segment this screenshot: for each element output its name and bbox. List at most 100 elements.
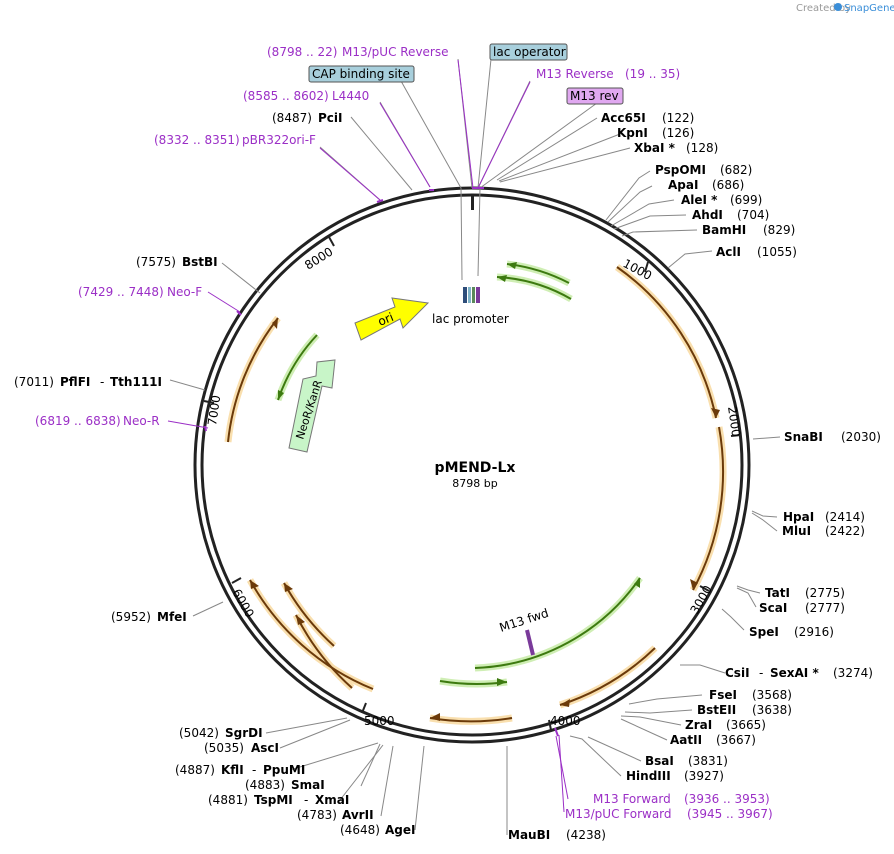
svg-text:(7011): (7011) — [14, 375, 54, 389]
m13-forward-name: M13 Forward — [593, 792, 671, 806]
site-kfli-ppumi: (4887) KflI - PpuMI — [175, 763, 305, 777]
svg-text:(4887): (4887) — [175, 763, 215, 777]
svg-text:(3927): (3927) — [684, 769, 724, 783]
svg-text:AgeI: AgeI — [385, 823, 415, 837]
primer-lines — [167, 59, 569, 813]
svg-text:PpuMI: PpuMI — [263, 763, 305, 777]
svg-text:Tth111I: Tth111I — [110, 375, 162, 389]
svg-text:ScaI: ScaI — [759, 601, 787, 615]
site-pspomi: PspOMI (682) — [655, 163, 752, 177]
svg-text:-: - — [759, 666, 763, 680]
neo-f-range: (7429 .. 7448) — [78, 285, 164, 299]
svg-text:SpeI: SpeI — [749, 625, 779, 639]
svg-text:M13 rev: M13 rev — [570, 89, 619, 103]
svg-text:(5042): (5042) — [179, 726, 219, 740]
pbr-name: pBR322ori-F — [242, 133, 316, 147]
site-alei: AleI * (699) — [681, 193, 762, 207]
origin-marker — [471, 195, 474, 210]
green-feature-arcs — [274, 260, 643, 688]
site-mfei: (5952) MfeI — [111, 610, 187, 624]
svg-text:HpaI: HpaI — [783, 510, 814, 524]
svg-text:BstEII: BstEII — [697, 703, 736, 717]
svg-text:TatI: TatI — [765, 586, 790, 600]
tick-8000: 8000 — [302, 244, 335, 272]
site-ahdi: AhdI (704) — [692, 208, 769, 222]
svg-text:CsiI: CsiI — [725, 666, 750, 680]
svg-text:KpnI: KpnI — [617, 126, 648, 140]
site-bstbi: (7575) BstBI — [136, 255, 218, 269]
plasmid-length: 8798 bp — [452, 477, 497, 490]
site-hpai: HpaI (2414) — [783, 510, 865, 524]
site-mlui: MluI (2422) — [782, 524, 865, 538]
site-asci: (5035) AscI — [204, 741, 279, 755]
svg-text:BsaI: BsaI — [645, 754, 674, 768]
svg-text:SgrDI: SgrDI — [225, 726, 263, 740]
cap-binding-site-box: CAP binding site — [308, 65, 415, 83]
orf-arcs — [224, 264, 727, 725]
m13-reverse-range: (19 .. 35) — [625, 67, 680, 81]
site-acli: AclI (1055) — [716, 245, 797, 259]
site-scai: ScaI (2777) — [759, 601, 845, 615]
l4440-name: L4440 — [332, 89, 369, 103]
svg-text:AscI: AscI — [251, 741, 279, 755]
svg-text:(3667): (3667) — [716, 733, 756, 747]
svg-text:(2775): (2775) — [805, 586, 845, 600]
site-bamhi: BamHI (829) — [702, 223, 795, 237]
svg-text:(2414): (2414) — [825, 510, 865, 524]
site-pcii: (8487) PciI — [272, 111, 343, 125]
site-zrai: ZraI (3665) — [685, 718, 766, 732]
svg-text:AleI *: AleI * — [681, 193, 718, 207]
neo-r-name: Neo-R — [123, 414, 160, 428]
m13-fwd-label: M13 fwd — [498, 606, 551, 635]
svg-text:AhdI: AhdI — [692, 208, 723, 222]
svg-text:KflI: KflI — [221, 763, 244, 777]
svg-text:ApaI: ApaI — [668, 178, 698, 192]
m13puc-forward-name: M13/pUC Forward — [565, 807, 672, 821]
svg-text:TspMI: TspMI — [254, 793, 293, 807]
svg-text:-: - — [304, 793, 308, 807]
site-sgrdi: (5042) SgrDI — [179, 726, 263, 740]
m13puc-rev-name: M13/pUC Reverse — [342, 45, 449, 59]
primer-marks — [204, 187, 559, 737]
lac-promoter-label: lac promoter — [432, 312, 509, 326]
m13-fwd-feature: M13 fwd — [498, 606, 551, 656]
svg-text:Acc65I: Acc65I — [601, 111, 646, 125]
created-by-label: Created by — [796, 3, 851, 14]
plasmid-name: pMEND-Lx — [435, 460, 516, 476]
site-smai: (4883) SmaI — [245, 778, 325, 792]
svg-text:(2030): (2030) — [841, 430, 881, 444]
site-apai: ApaI (686) — [668, 178, 744, 192]
svg-text:(4783): (4783) — [297, 808, 337, 822]
svg-text:(3831): (3831) — [688, 754, 728, 768]
snapgene-brand: SnapGene — [844, 3, 894, 14]
svg-text:-: - — [252, 763, 256, 777]
neo-f-name: Neo-F — [167, 285, 202, 299]
svg-text:(704): (704) — [737, 208, 769, 222]
svg-text:XmaI: XmaI — [315, 793, 349, 807]
kb-ticks — [203, 236, 742, 731]
tick-7000: 7000 — [205, 394, 223, 426]
svg-text:(126): (126) — [662, 126, 694, 140]
site-pflfi-tth111i: (7011) PflFI - Tth111I — [14, 375, 162, 389]
tick-2000: 2000 — [725, 405, 743, 437]
neo-kanr-feature: NeoR/KanR — [288, 359, 336, 453]
neo-r-range: (6819 .. 6838) — [35, 414, 121, 428]
svg-text:(5035): (5035) — [204, 741, 244, 755]
svg-text:PciI: PciI — [318, 111, 343, 125]
svg-text:(3568): (3568) — [752, 688, 792, 702]
tick-4000: 4000 — [550, 714, 581, 728]
svg-text:AatII: AatII — [670, 733, 702, 747]
site-avrii: (4783) AvrII — [297, 808, 374, 822]
ori-feature: ori — [354, 297, 430, 341]
svg-text:XbaI *: XbaI * — [634, 141, 676, 155]
svg-text:(7575): (7575) — [136, 255, 176, 269]
tick-5000: 5000 — [364, 714, 395, 728]
site-xbai: XbaI * (128) — [634, 141, 718, 155]
m13-rev-box: M13 rev — [566, 87, 624, 105]
site-tati: TatI (2775) — [765, 586, 845, 600]
svg-text:SmaI: SmaI — [291, 778, 325, 792]
site-snabi: SnaBI (2030) — [784, 430, 881, 444]
l4440-range: (8585 .. 8602) — [243, 89, 329, 103]
lac-operator-box: lac operator — [489, 43, 568, 61]
